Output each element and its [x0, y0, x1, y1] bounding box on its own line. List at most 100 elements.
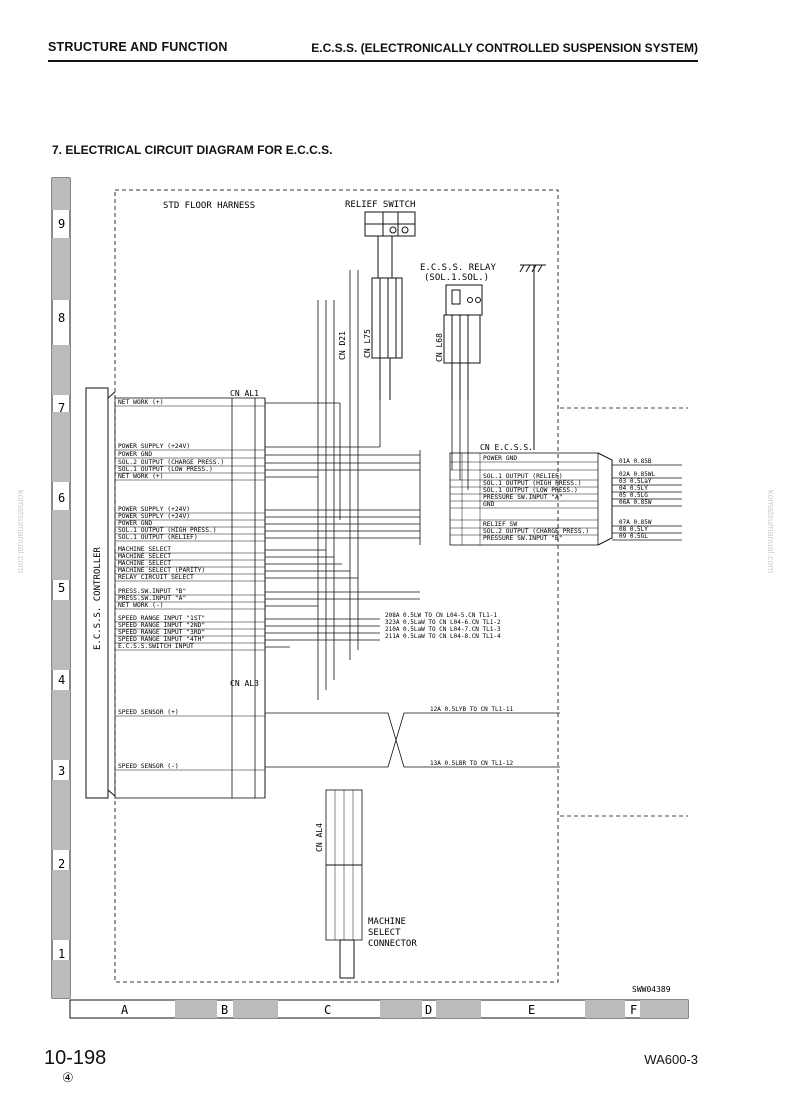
pin-label: MACHINE SELECT (PARITY) — [118, 567, 205, 574]
std-floor-harness-label: STD FLOOR HARNESS — [163, 201, 255, 211]
pin-label: SPEED RANGE INPUT "1ST" — [118, 615, 205, 622]
col-label: F — [630, 1003, 637, 1017]
eccs-pin-label: SOL.1 OUTPUT (LOW PRESS.) — [483, 487, 578, 494]
ground-symbol — [519, 264, 546, 450]
machine-select-line: SELECT — [368, 928, 401, 938]
row-label: 6 — [58, 491, 65, 505]
header-left: STRUCTURE AND FUNCTION — [48, 40, 228, 54]
col-label: B — [221, 1003, 228, 1017]
eccs-pin-label: GND — [483, 501, 495, 508]
connector-l75: CN L75 — [363, 277, 403, 400]
pin-label: NET WORK (+) — [118, 473, 164, 480]
pin-label: POWER SUPPLY (+24V) — [118, 443, 190, 450]
eccs-pin-label: SOL.1 OUTPUT (HIGH PRESS.) — [483, 480, 582, 487]
cn-d21-label: CN D21 — [338, 331, 347, 360]
eccs-pin-label: SOL.1 OUTPUT (RELIEF) — [483, 473, 563, 480]
cn-l68-label: CN L68 — [435, 333, 444, 362]
speed-sensor-twisted-pair — [380, 712, 560, 768]
page-number: 10-198 — [44, 1047, 107, 1069]
right-wire-label: 09 0.5GL — [619, 533, 648, 540]
cn-l75-label: CN L75 — [363, 329, 372, 358]
speed-range-target-labels: 208A 0.5LW TO CN L04-5.CN TL1-1 323A 0.5… — [385, 612, 501, 640]
right-wire-label: 08 0.5LY — [619, 526, 648, 533]
eccs-pin-labels: POWER GND SOL.1 OUTPUT (RELIEF) SOL.1 OU… — [483, 455, 589, 542]
eccs-controller: E.C.S.S. CONTROLLER — [85, 387, 116, 799]
pin-row-lines — [115, 405, 265, 771]
right-wire-label: 05 0.5LG — [619, 492, 648, 499]
revision-mark: ④ — [62, 1070, 74, 1085]
col-label: E — [528, 1003, 535, 1017]
row-label: 7 — [58, 401, 65, 415]
row-label: 3 — [58, 764, 65, 778]
row-label: 9 — [58, 217, 65, 231]
pin-label: E.C.S.S.SWITCH INPUT — [118, 643, 194, 650]
right-wire-label: 03 0.5LaY — [619, 478, 652, 485]
cn-al4-label: CN AL4 — [315, 823, 324, 852]
speed-sensor-target: 12A 0.5LYB TO CN TL1-11 — [430, 706, 513, 713]
relief-switch: RELIEF SWITCH — [345, 200, 416, 278]
pin-label: PRESS.SW.INPUT "A" — [118, 595, 186, 602]
header-right: E.C.S.S. (ELECTRONICALLY CONTROLLED SUSP… — [311, 41, 698, 55]
page-header: STRUCTURE AND FUNCTION E.C.S.S. (ELECTRO… — [48, 38, 698, 62]
eccs-relay-sub-label: (SOL.1.SOL.) — [424, 273, 489, 283]
drawing-number: SWW04389 — [632, 985, 671, 994]
pin-label: POWER SUPPLY (+24V) — [118, 506, 190, 513]
speed-sensor-target-labels: 12A 0.5LYB TO CN TL1-11 13A 0.5LBR TO CN… — [430, 706, 513, 767]
right-wires — [560, 407, 688, 817]
row-label: 5 — [58, 581, 65, 595]
pin-label: SOL.1 OUTPUT (HIGH PRESS.) — [118, 527, 217, 534]
relief-switch-label: RELIEF SWITCH — [345, 200, 415, 210]
pin-label: NET WORK (-) — [118, 602, 164, 609]
eccs-pin-label: POWER GND — [483, 455, 517, 462]
controller-connector-block — [114, 397, 266, 799]
right-wire-label: 07A 0.85W — [619, 519, 652, 526]
eccs-pin-label: SOL.2 OUTPUT (CHARGE PRESS.) — [483, 528, 589, 535]
col-label: C — [324, 1003, 331, 1017]
section-title: 7. ELECTRICAL CIRCUIT DIAGRAM FOR E.C.C.… — [52, 143, 333, 157]
right-wire-label: 06A 0.85W — [619, 499, 652, 506]
row-label: 8 — [58, 311, 65, 325]
col-label: D — [425, 1003, 432, 1017]
pin-label: SPEED RANGE INPUT "3RD" — [118, 629, 205, 636]
row-label: 4 — [58, 673, 65, 687]
right-wire-labels: 01A 0.85B 02A 0.85WL 03 0.5LaY 04 0.5LY … — [619, 458, 656, 540]
pin-label: SPEED RANGE INPUT "2ND" — [118, 622, 205, 629]
eccs-pin-label: PRESSURE SW.INPUT "B" — [483, 535, 563, 542]
pin-label: MACHINE SELECT — [118, 553, 171, 560]
eccs-pin-rows — [450, 461, 598, 536]
cn-al3-label: CN AL3 — [230, 679, 259, 688]
pin-label: SOL.1 OUTPUT (LOW PRESS.) — [118, 466, 213, 473]
pin-label: SPEED SENSOR (+) — [118, 709, 179, 716]
speed-range-target: 210A 0.5LaW TO CN L04-7.CN TL1-3 — [385, 626, 501, 633]
horizontal-wires — [265, 400, 469, 768]
machine-select-line: CONNECTOR — [368, 939, 417, 949]
machine-select-connector: CN AL4 MACHINE SELECT CONNECTOR — [315, 789, 417, 979]
speed-sensor-target: 13A 0.5LBR TO CN TL1-12 — [430, 760, 513, 767]
row-label: 1 — [58, 947, 65, 961]
eccs-relay: E.C.S.S. RELAY (SOL.1.SOL.) CN L68 — [420, 263, 496, 400]
controller-label: E.C.S.S. CONTROLLER — [93, 546, 103, 650]
eccs-pin-label: PRESSURE SW.INPUT "A" — [483, 494, 563, 501]
harness-boundary — [114, 189, 559, 983]
controller-pin-labels: NET WORK (+) POWER SUPPLY (+24V) POWER G… — [118, 399, 224, 770]
pin-label: RELAY CIRCUIT SELECT — [118, 574, 194, 581]
cn-al1-label: CN AL1 — [230, 389, 259, 398]
pin-label: NET WORK (+) — [118, 399, 164, 406]
machine-select-line: MACHINE — [368, 917, 406, 927]
column-index-strip — [69, 999, 689, 1019]
row-index-strip — [51, 177, 71, 999]
eccs-relay-label: E.C.S.S. RELAY — [420, 263, 496, 273]
pin-label: POWER SUPPLY (+24V) — [118, 513, 190, 520]
speed-range-target: 208A 0.5LW TO CN L04-5.CN TL1-1 — [385, 612, 497, 619]
right-wire-label: 02A 0.85WL — [619, 471, 656, 478]
watermark-left: komatsumanual.com — [16, 490, 26, 574]
col-label: A — [121, 1003, 129, 1017]
pin-label: POWER GND — [118, 451, 152, 458]
speed-range-target: 211A 0.5LaW TO CN L04-8.CN TL1-4 — [385, 633, 501, 640]
speed-range-target: 323A 0.5LaW TO CN L04-6.CN TL1-2 — [385, 619, 501, 626]
eccs-pin-label: RELIEF SW — [483, 521, 517, 528]
eccs-connector-block: CN E.C.S.S. — [449, 443, 613, 546]
pin-label: MACHINE SELECT — [118, 560, 171, 567]
pin-label: PRESS.SW.INPUT "B" — [118, 588, 186, 595]
watermark-right: komatsumanual.com — [766, 490, 776, 574]
